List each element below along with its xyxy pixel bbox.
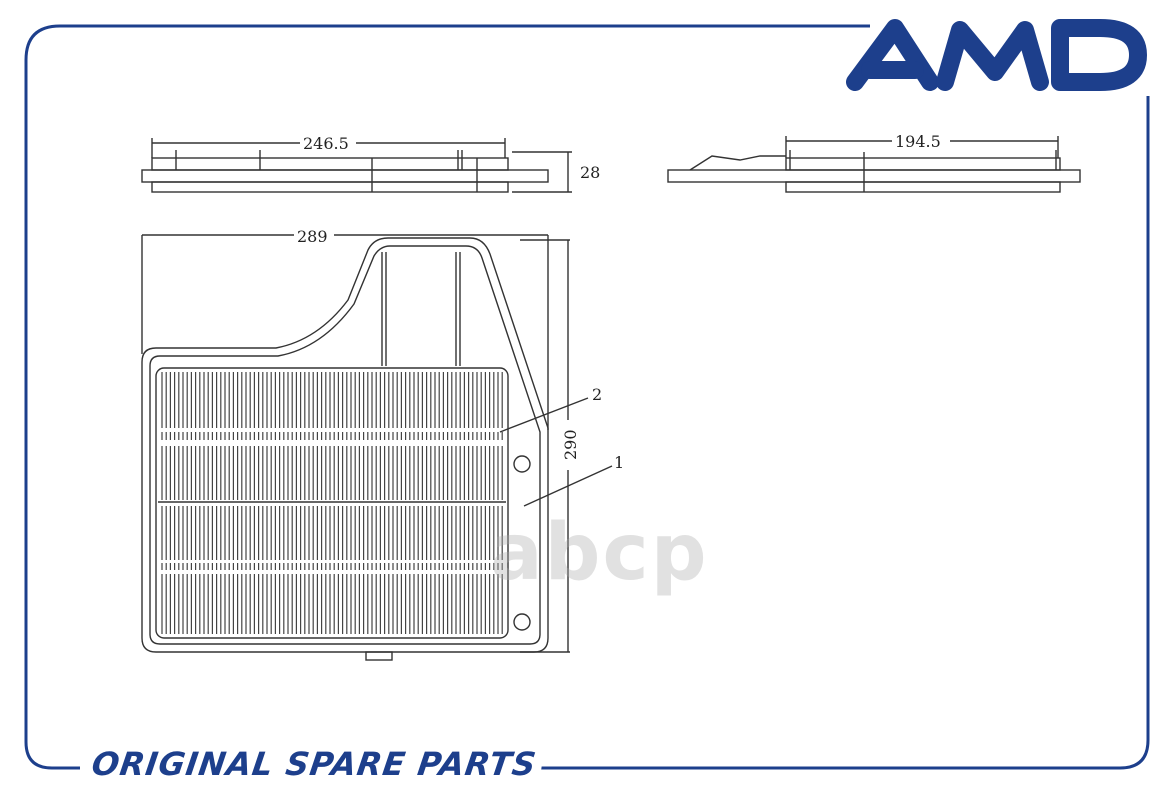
watermark: abcp: [490, 508, 709, 598]
border-frame: [24, 24, 1150, 770]
dim-plan-width: 289: [297, 227, 328, 246]
filter-pleats: [161, 372, 503, 634]
callout-2: 2: [592, 385, 602, 404]
dim-top-length: 246.5: [303, 134, 349, 153]
front-elevation-view: [141, 138, 572, 193]
amd-logo: [846, 19, 1147, 91]
dim-top-height: 28: [580, 163, 600, 182]
side-elevation-view: [667, 136, 1081, 193]
tagline: ORIGINAL SPARE PARTS: [82, 742, 546, 786]
plan-view: [141, 234, 613, 661]
dim-side-length: 194.5: [895, 132, 941, 151]
dim-plan-height: 290: [561, 429, 580, 460]
callout-1: 1: [614, 453, 624, 472]
